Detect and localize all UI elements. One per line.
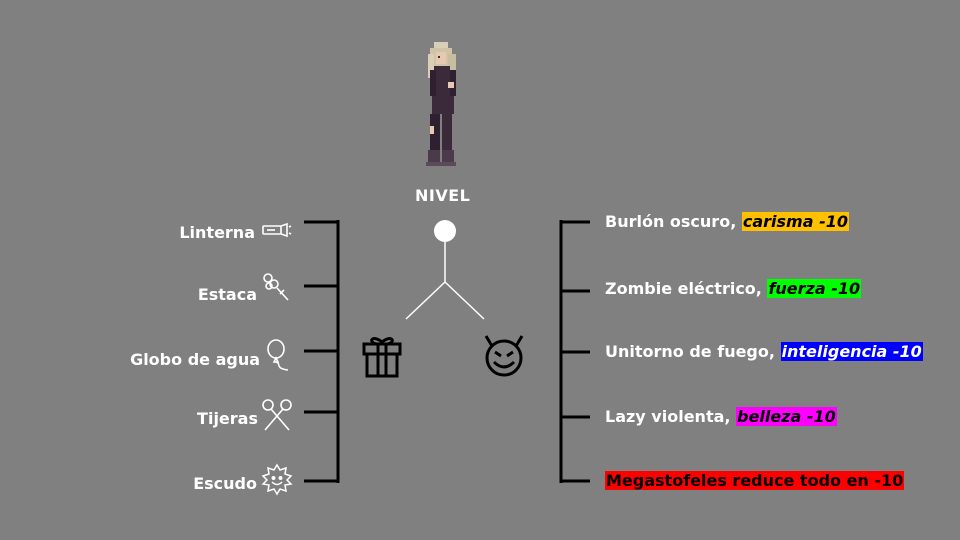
right-item: Burlón oscuro, carisma -10: [605, 212, 849, 231]
character-sprite: [426, 42, 456, 166]
left-item: Tijeras: [197, 409, 258, 428]
left-item-label: Tijeras: [197, 409, 258, 428]
gift-icon: [362, 332, 402, 378]
stat-tag: inteligencia -10: [780, 342, 923, 361]
right-bracket: [559, 220, 590, 483]
left-bracket: [304, 220, 340, 483]
level-node: [434, 220, 456, 242]
stat-tag: Megastofeles reduce todo en -10: [605, 471, 905, 490]
right-item-prefix: Unitorno de fuego,: [605, 342, 781, 361]
flashlight-icon: [261, 222, 293, 238]
right-item-prefix: Lazy violenta,: [605, 407, 737, 426]
level-label: NIVEL: [415, 186, 471, 205]
stat-tag: belleza -10: [736, 407, 837, 426]
left-item-label: Estaca: [197, 285, 257, 304]
stake-icon: [260, 272, 292, 304]
left-item-label: Escudo: [193, 474, 257, 493]
right-item-prefix: Zombie eléctrico,: [605, 279, 768, 298]
left-item-label: Globo de agua: [130, 350, 260, 369]
stat-tag: fuerza -10: [767, 279, 862, 298]
right-item: Lazy violenta, belleza -10: [605, 407, 837, 426]
right-item: Unitorno de fuego, inteligencia -10: [605, 342, 923, 361]
left-item: Escudo: [193, 474, 257, 493]
left-item: Globo de agua: [130, 350, 260, 369]
left-item: Estaca: [198, 285, 257, 304]
right-item-prefix: Burlón oscuro,: [605, 212, 742, 231]
level-tree: [405, 220, 485, 320]
right-item: Megastofeles reduce todo en -10: [605, 471, 905, 490]
shield-sun-icon: [260, 462, 294, 496]
scissors-icon: [261, 398, 293, 432]
right-item: Zombie eléctrico, fuerza -10: [605, 279, 862, 298]
stat-tag: carisma -10: [741, 212, 849, 231]
left-item: Linterna: [179, 223, 255, 242]
devil-face-icon: [480, 332, 528, 378]
water-balloon-icon: [264, 338, 292, 372]
left-item-label: Linterna: [179, 223, 255, 242]
